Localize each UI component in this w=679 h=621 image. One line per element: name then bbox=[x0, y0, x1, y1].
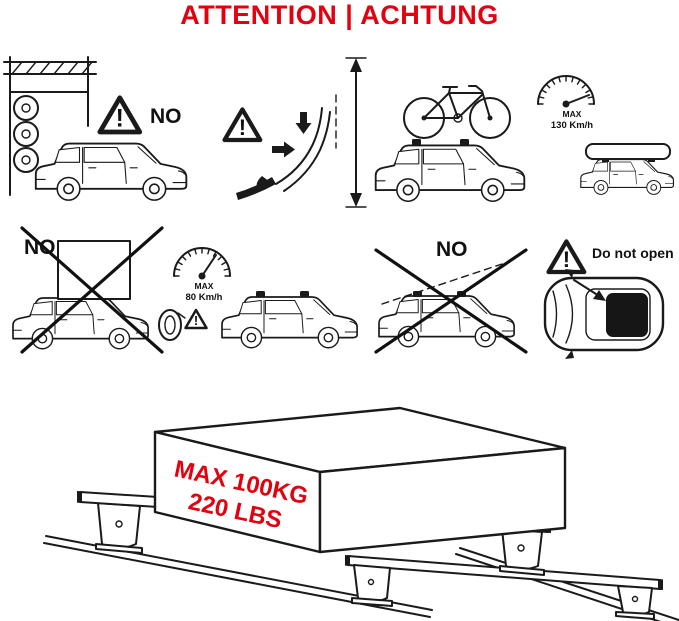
panel-bike-height bbox=[345, 57, 526, 208]
garage-structure-icon bbox=[3, 56, 97, 196]
roof-box-icon bbox=[585, 143, 671, 162]
rear-crossbar bbox=[345, 555, 663, 590]
panel-diagonal-load: NO bbox=[374, 238, 528, 354]
car-side-icon bbox=[221, 296, 358, 349]
arrow-down-icon bbox=[295, 112, 312, 134]
bicycle-icon bbox=[403, 85, 511, 139]
roof-bars-icon bbox=[412, 139, 469, 146]
front-clamp-left bbox=[95, 502, 143, 554]
door-frame-mount-icon bbox=[236, 94, 337, 200]
cross-out-icon bbox=[20, 226, 164, 354]
cross-out-icon bbox=[374, 248, 528, 354]
warning-triangle-icon bbox=[100, 98, 140, 133]
carabiner-tool-icon bbox=[158, 309, 186, 341]
no-label: NO bbox=[436, 238, 468, 261]
speedometer-needle bbox=[565, 94, 590, 105]
no-label: NO bbox=[150, 105, 182, 128]
speed-max-value: 80 Km/h bbox=[186, 292, 223, 303]
page-title: ATTENTION | ACHTUNG bbox=[180, 0, 499, 30]
speedometer-icon bbox=[537, 75, 595, 109]
roof-bars-icon bbox=[256, 291, 309, 297]
warning-triangle-icon bbox=[549, 241, 585, 272]
front-clamp-right bbox=[499, 528, 545, 576]
rear-clamp-left bbox=[351, 564, 393, 607]
car-top-view-icon bbox=[543, 269, 665, 359]
load-limit-illustration: MAX 100KG 220 LBS bbox=[43, 406, 679, 621]
panel-install-speed: MAX 80 Km/h bbox=[158, 247, 358, 349]
panel-oversize-box: NO bbox=[12, 226, 164, 354]
tailgate-open-area bbox=[606, 293, 648, 337]
panel-roofbox-speed: MAX 130 Km/h bbox=[537, 75, 675, 195]
warning-triangle-icon bbox=[225, 109, 261, 140]
arrow-to-tailgate-icon bbox=[573, 279, 606, 301]
panel-mount-detail bbox=[225, 94, 337, 200]
do-not-open-label: Do not open bbox=[592, 245, 674, 261]
car-side-icon bbox=[34, 142, 188, 202]
speed-max-label: MAX bbox=[195, 281, 214, 291]
car-side-icon bbox=[374, 144, 526, 203]
panel-tailgate: Do not open bbox=[543, 241, 674, 359]
speedometer-needle bbox=[201, 254, 217, 277]
no-label: NO bbox=[24, 236, 56, 259]
warning-triangle-icon bbox=[184, 308, 208, 330]
panel-garage-clearance: NO bbox=[3, 56, 188, 202]
cargo-box-icon bbox=[153, 406, 567, 554]
diagonal-load-line bbox=[381, 263, 503, 305]
height-arrow-icon bbox=[345, 57, 367, 208]
speed-max-label: MAX bbox=[563, 109, 582, 119]
car-side-icon bbox=[580, 159, 675, 195]
arrow-right-icon bbox=[272, 141, 295, 158]
speed-max-value: 130 Km/h bbox=[551, 120, 593, 131]
rear-clamp-right bbox=[615, 585, 655, 620]
